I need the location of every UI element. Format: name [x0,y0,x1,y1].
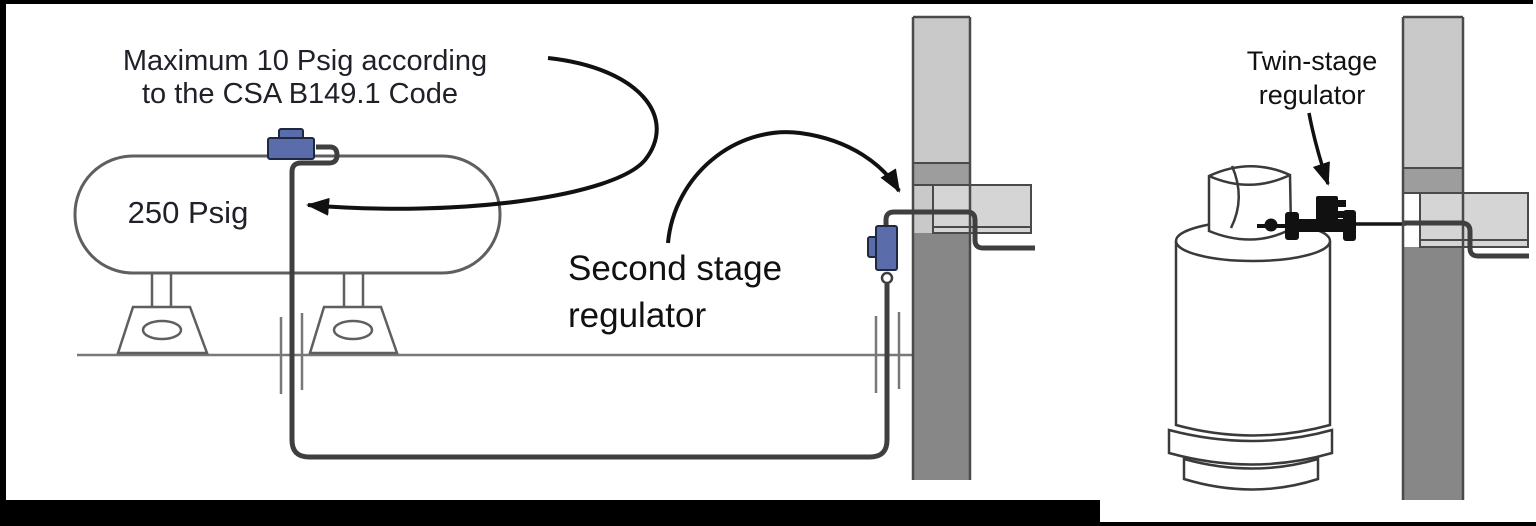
second-stage-label-line2: regulator [568,296,706,335]
floor-band-left [932,184,1032,234]
pipe-break-marks-wall [874,312,901,393]
max-psig-label-line1: Maximum 10 Psig according [123,45,487,77]
floor-band-right [1419,192,1529,248]
cylinder-collar [1207,165,1293,241]
tank-leg-right [308,272,399,355]
buried-supply-pipe [289,144,890,460]
house-entry-pipe-right [1404,220,1529,259]
cylinder-foot-ring [1167,428,1334,466]
first-stage-regulator-icon [267,128,315,160]
propane-cylinder-body [1174,241,1332,437]
twin-stage-label-line2: regulator [1259,80,1366,110]
twin-stage-label-line1: Twin-stage [1247,46,1378,76]
pipe-break-marks-tank [279,313,304,394]
arrow-max-psig [306,56,659,216]
max-psig-label-line2: to the CSA B149.1 Code [142,78,458,110]
cylinder-base-ring [1182,457,1320,491]
house-wall-right [1401,15,1529,500]
tank-leg-left [116,272,209,355]
second-stage-regulator-icon [867,225,898,285]
pipe-union-circle [880,271,894,285]
twin-stage-regulator-icon [1257,196,1356,241]
house-wall-left [911,15,1032,480]
house-entry-pipe-left [883,209,1035,251]
second-stage-label-line1: Second stage [568,249,782,288]
arrow-second-stage [666,130,901,244]
tank-pressure-label: 250 Psig [128,195,249,230]
arrow-twin-stage [1307,112,1330,186]
